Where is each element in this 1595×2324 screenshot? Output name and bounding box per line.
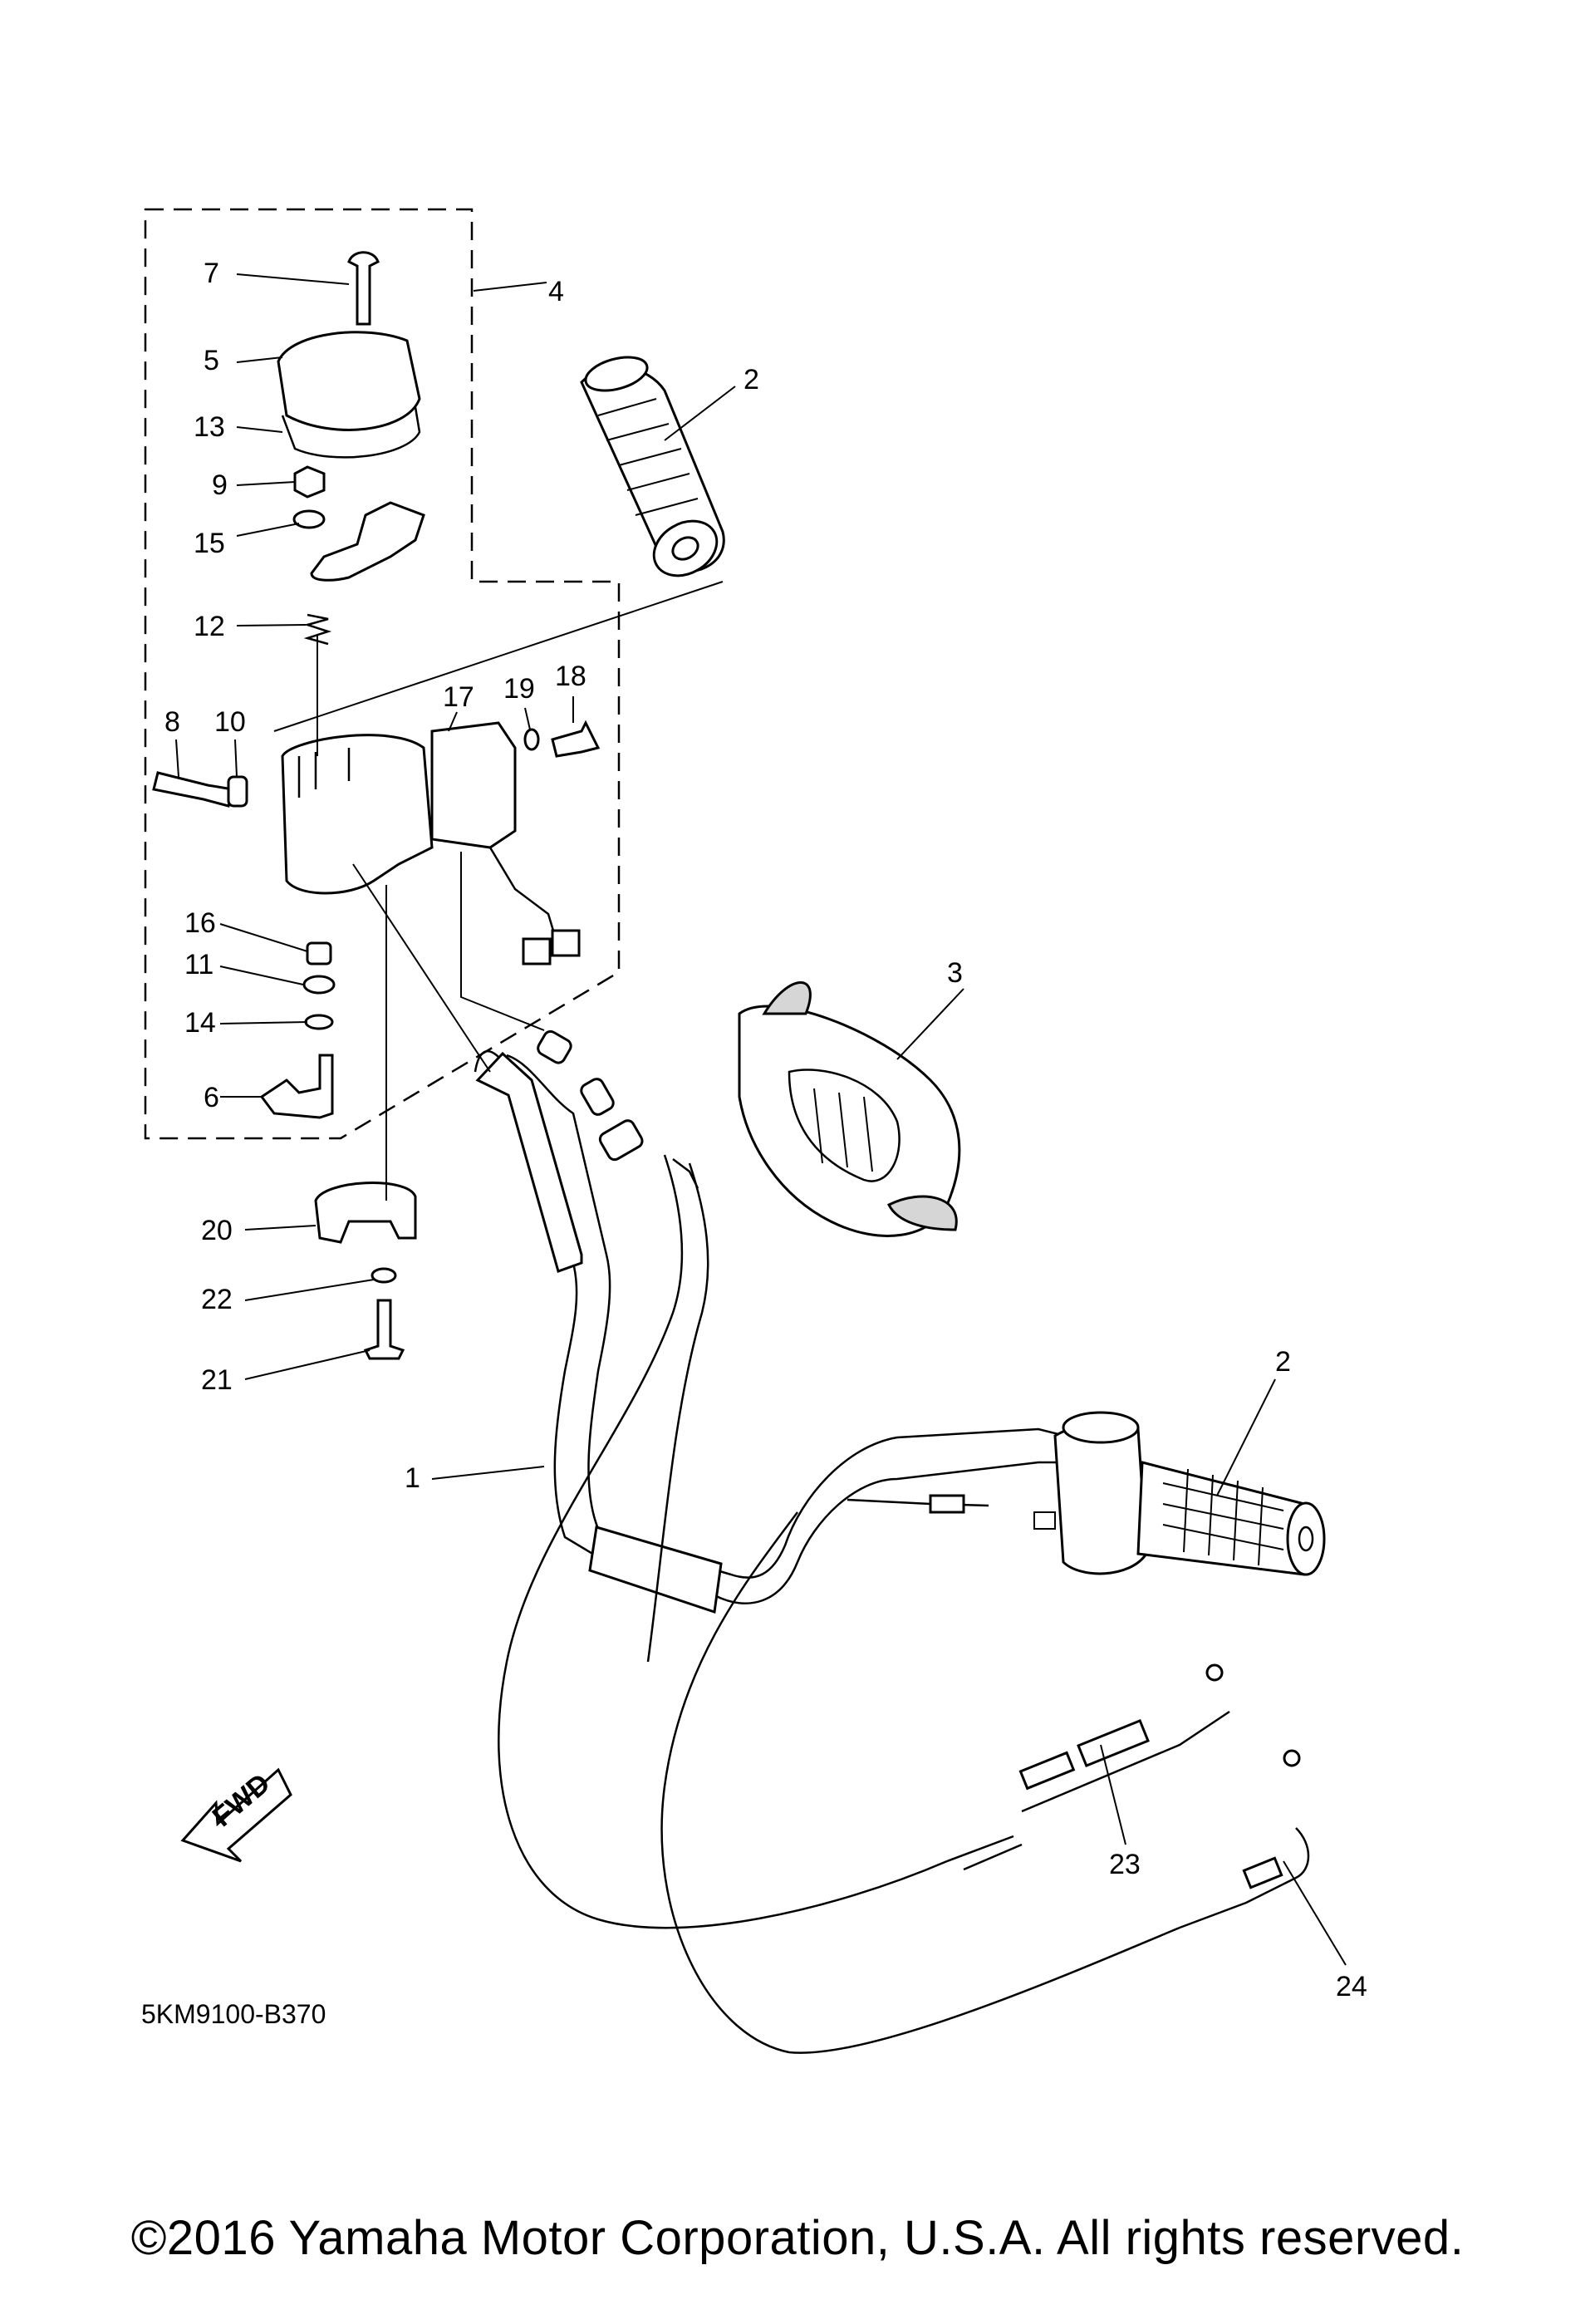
switch-housing: [152, 251, 724, 1360]
callout-13: 13: [194, 411, 225, 443]
callouts: 7 5 13 9 15 12 8 10 17 19 18 16 11 14 6 …: [164, 258, 1367, 2002]
fwd-arrow: FWD: [180, 1767, 292, 1863]
callout-11: 11: [184, 949, 213, 980]
callout-6: 6: [204, 1082, 219, 1113]
cables: [498, 1029, 1310, 2054]
left-grip: [580, 356, 725, 577]
callout-2-upper: 2: [744, 364, 759, 396]
callout-15: 15: [194, 528, 225, 559]
handlebar: [474, 1049, 1072, 1614]
callout-12: 12: [194, 611, 225, 642]
callout-2-lower: 2: [1275, 1346, 1291, 1378]
callout-5: 5: [204, 345, 219, 376]
callout-3: 3: [947, 957, 963, 989]
leader-lines: [175, 273, 1347, 1966]
callout-14: 14: [184, 1007, 216, 1039]
throttle-cable-stub: [847, 1498, 989, 1507]
copyright-notice: ©2016 Yamaha Motor Corporation, U.S.A. A…: [130, 2211, 1465, 2265]
callout-10: 10: [214, 706, 246, 738]
callout-18: 18: [555, 661, 586, 692]
callout-22: 22: [201, 1284, 233, 1315]
handlebar-pad: [738, 981, 961, 1237]
callout-19: 19: [503, 673, 535, 705]
callout-23: 23: [1109, 1849, 1141, 1880]
drawing-code: 5KM9100-B370: [141, 1999, 326, 2029]
callout-4: 4: [548, 276, 564, 307]
callout-17: 17: [443, 681, 474, 713]
callout-9: 9: [212, 469, 228, 501]
right-grip: [1033, 1411, 1326, 1576]
callout-1: 1: [405, 1462, 420, 1494]
callout-21: 21: [201, 1364, 233, 1396]
callout-8: 8: [164, 706, 180, 738]
callout-24: 24: [1336, 1971, 1367, 2002]
callout-20: 20: [201, 1215, 233, 1246]
callout-7: 7: [204, 258, 219, 289]
callout-16: 16: [184, 907, 216, 939]
